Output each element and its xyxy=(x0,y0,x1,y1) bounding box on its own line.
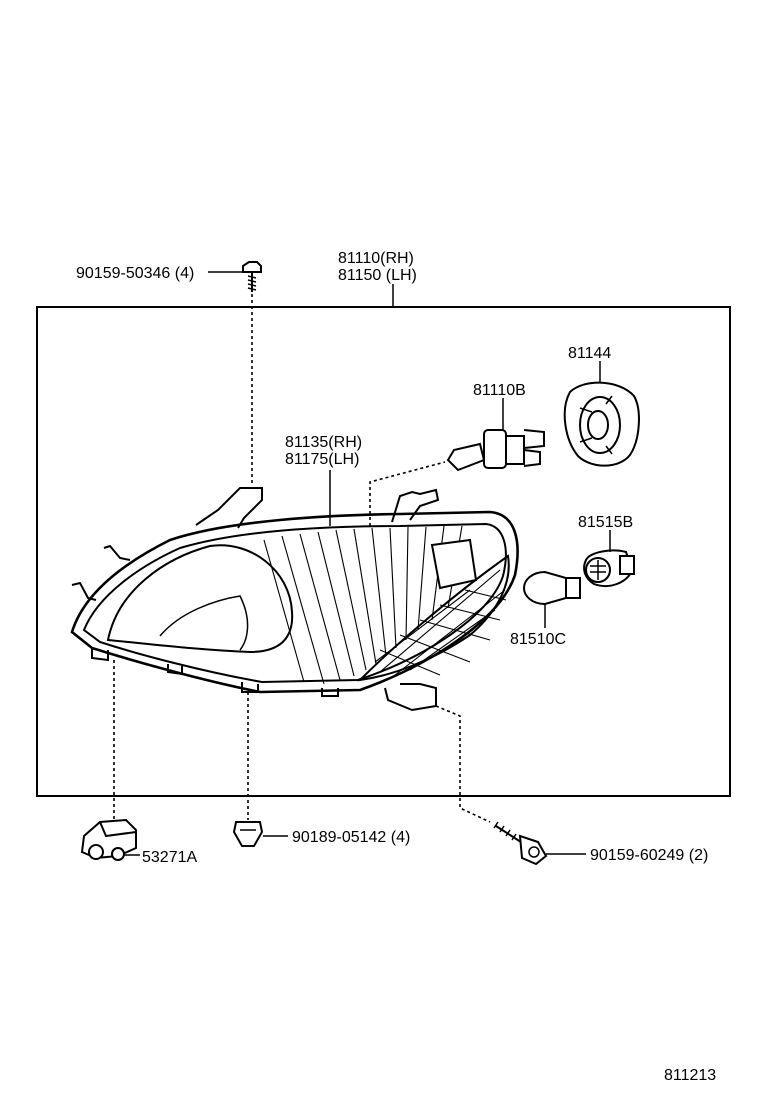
label-bracket: 53271A xyxy=(142,849,197,866)
label-socket-cover: 81144 xyxy=(568,345,611,362)
label-assy-lh: 81150 (LH) xyxy=(338,267,417,284)
label-screw-bottom: 90159-60249 (2) xyxy=(590,847,708,864)
label-socket-side: 81515B xyxy=(578,514,633,531)
clip-icon xyxy=(232,821,264,847)
headlamp-housing xyxy=(70,487,519,712)
label-unit-rh: 81135(RH) xyxy=(285,434,362,451)
screw-icon xyxy=(493,821,548,866)
screw-dashline xyxy=(435,705,491,823)
label-assy-rh: 81110(RH) xyxy=(338,250,414,267)
assembly-frame xyxy=(36,306,731,797)
socket-side-icon xyxy=(583,549,635,588)
bulb-main-dashline xyxy=(369,461,446,526)
label-figure-number: 811213 xyxy=(664,1067,716,1084)
bulb-main-icon xyxy=(446,429,545,472)
label-clip: 90189-05142 (4) xyxy=(292,829,410,846)
bulb-side-icon xyxy=(522,570,581,606)
socket-cover-icon xyxy=(563,381,640,467)
bolt-top-icon xyxy=(242,261,262,292)
label-bulb-side: 81510C xyxy=(510,631,566,648)
bracket-icon xyxy=(80,818,137,861)
label-unit-lh: 81175(LH) xyxy=(285,451,359,468)
label-bolt-top: 90159-50346 (4) xyxy=(76,265,194,282)
label-bulb-main: 81110B xyxy=(473,382,526,399)
